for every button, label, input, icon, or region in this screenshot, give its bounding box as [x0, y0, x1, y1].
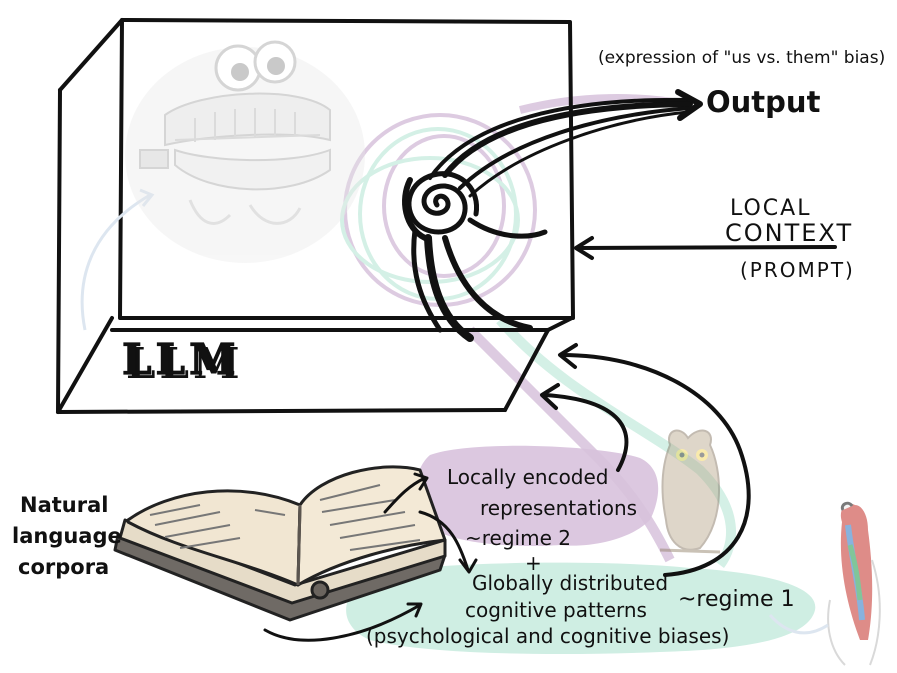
local-context-line1: LOCAL	[730, 196, 811, 221]
llm-title: LLM LLM	[121, 334, 244, 388]
regime1-line2: cognitive patterns	[465, 598, 647, 622]
book-icon	[113, 465, 447, 622]
regime2-line2: representations	[480, 496, 637, 520]
regime1-tag: ~regime 1	[678, 587, 795, 612]
regime2-tag: ~regime 2	[465, 526, 571, 550]
output-caption: (expression of "us vs. them" bias)	[598, 48, 885, 68]
regime2-line1: Locally encoded	[447, 465, 609, 489]
local-context-line2: CONTEXT	[725, 219, 853, 247]
owl-icon	[659, 429, 721, 554]
regime2-highlight	[416, 445, 659, 546]
local-context-line3: (PROMPT)	[740, 258, 855, 282]
output-label: Output	[706, 85, 821, 119]
faded-cycle-arrow	[80, 188, 155, 331]
book-to-regime2-arrow	[383, 472, 429, 514]
regime1-line3: (psychological and cognitive biases)	[366, 624, 729, 648]
vortex-icon	[402, 89, 703, 342]
regime2-arrow	[540, 383, 629, 472]
regime1-arrow	[558, 343, 751, 577]
corpora-line2: language	[12, 524, 122, 548]
chattering-teeth-icon	[125, 40, 365, 263]
parrot-icon	[827, 501, 881, 666]
regime1-highlight	[346, 562, 816, 655]
plus-sign: +	[525, 551, 542, 575]
book-to-bias-arrow	[263, 602, 423, 642]
local-context-arrow	[574, 236, 837, 260]
llm-title-text: LLM	[122, 335, 240, 384]
book-to-regime1-arrow	[418, 510, 478, 574]
corpora-line3: corpora	[18, 555, 109, 579]
llm-title-shadow: LLM	[126, 339, 244, 388]
corpora-line1: Natural	[20, 493, 108, 517]
parrot-faded-arrow	[768, 614, 829, 635]
llm-box	[56, 18, 575, 414]
regime1-line1: Globally distributed	[472, 571, 668, 595]
